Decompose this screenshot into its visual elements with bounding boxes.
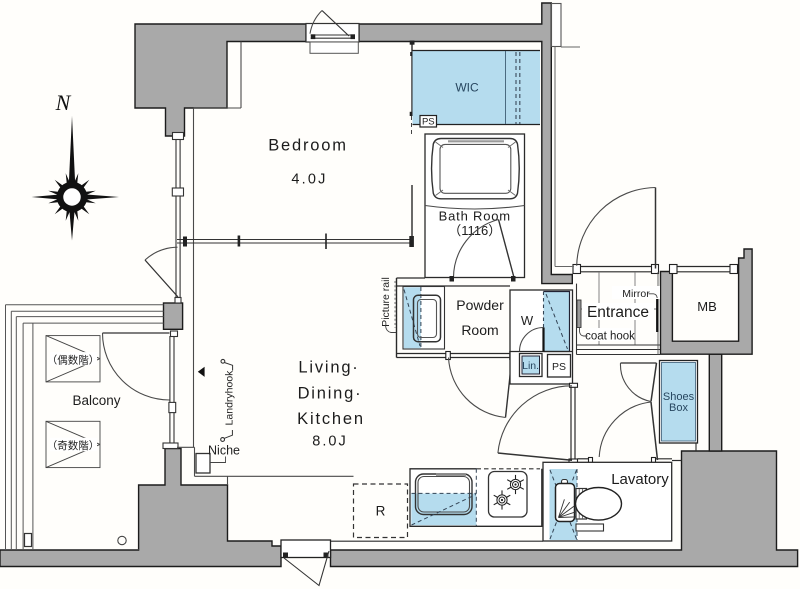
svg-text:Room: Room <box>461 322 498 338</box>
svg-text:Entrance: Entrance <box>587 304 649 321</box>
svg-text:Bath Room: Bath Room <box>439 209 511 224</box>
svg-text:Mirror: Mirror <box>622 288 650 300</box>
svg-text:Dining·: Dining· <box>298 385 363 403</box>
svg-text:4.0J: 4.0J <box>291 172 327 188</box>
svg-text:Picture rail: Picture rail <box>380 277 392 327</box>
svg-text:R: R <box>376 504 386 519</box>
svg-text:（1116）: （1116） <box>448 223 501 238</box>
svg-text:Lavatory: Lavatory <box>611 471 669 488</box>
svg-text:Niche: Niche <box>208 444 240 458</box>
svg-text:Lin.: Lin. <box>522 360 539 372</box>
svg-text:coat hook: coat hook <box>585 331 635 343</box>
svg-text:Shoes: Shoes <box>663 391 695 403</box>
svg-text:Balcony: Balcony <box>72 393 120 408</box>
svg-text:WIC: WIC <box>455 81 479 95</box>
svg-text:（奇数階）: （奇数階） <box>47 439 100 452</box>
svg-text:Bedroom: Bedroom <box>268 137 348 155</box>
svg-text:PS: PS <box>552 361 566 373</box>
svg-text:8.0J: 8.0J <box>312 434 347 450</box>
svg-text:Living·: Living· <box>298 359 359 377</box>
svg-text:W: W <box>521 313 534 328</box>
svg-text:MB: MB <box>697 299 717 314</box>
svg-text:N: N <box>55 90 72 115</box>
svg-text:Landryhook: Landryhook <box>224 370 236 426</box>
svg-text:Kitchen: Kitchen <box>297 410 365 428</box>
svg-text:Box: Box <box>669 402 688 414</box>
svg-text:（偶数階）: （偶数階） <box>47 353 100 366</box>
svg-text:PS: PS <box>422 117 435 128</box>
svg-text:Powder: Powder <box>456 297 504 313</box>
